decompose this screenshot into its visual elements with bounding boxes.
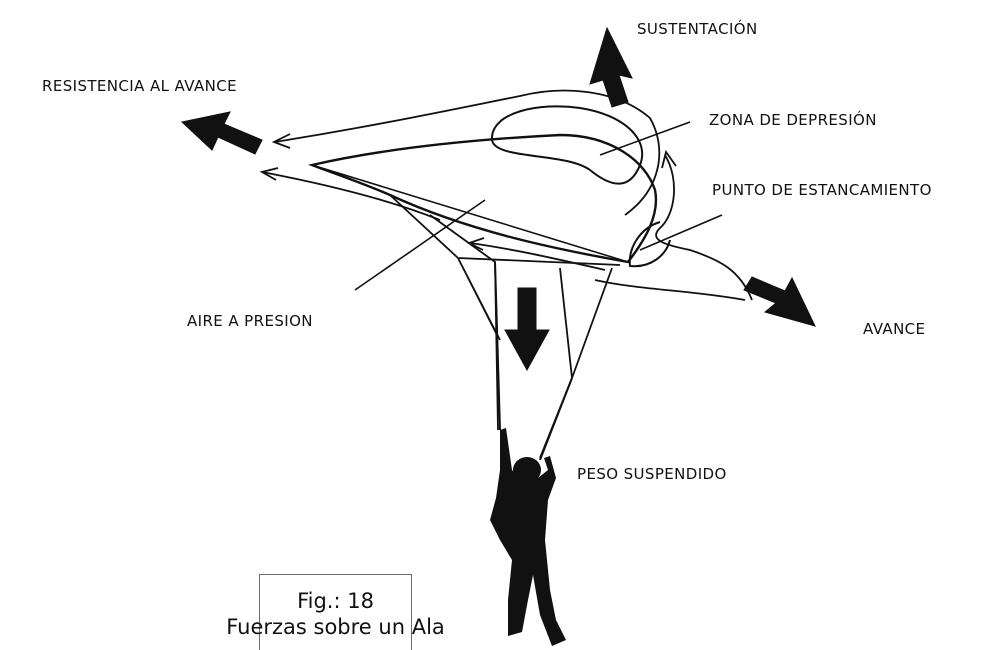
airflow-line-upper [274, 89, 661, 216]
forward-arrow [743, 276, 816, 327]
wing-chord [311, 164, 629, 263]
stagnation-point-label: PUNTO DE ESTANCAMIENTO [712, 181, 932, 199]
leader-low-pressure [599, 121, 691, 156]
airflow-line-bottom [594, 279, 746, 301]
airflow-arrowhead-upper [271, 133, 291, 149]
riser-left [494, 261, 501, 431]
forward-label: AVANCE [863, 320, 926, 338]
weight-arrow [504, 287, 550, 372]
drag-arrow [180, 111, 263, 155]
suspended-weight-label: PESO SUSPENDIDO [577, 465, 727, 483]
airflow-line-right [655, 154, 753, 301]
airflow-line-middle [261, 171, 441, 221]
lift-label: SUSTENTACIÓN [637, 20, 758, 38]
wing-leading-edge [628, 221, 671, 268]
low-pressure-zone-label: ZONA DE DEPRESIÓN [709, 111, 877, 129]
lift-arrow [589, 26, 633, 108]
low-pressure-zone-shape [490, 105, 644, 185]
figure-caption: Fig.: 18 Fuerzas sobre un Ala [226, 574, 445, 650]
airflow-arrowhead-middle [259, 167, 279, 181]
drag-label: RESISTENCIA AL AVANCE [42, 77, 237, 95]
figure-number: Fig.: 18 [297, 589, 374, 613]
riser-right [539, 377, 573, 461]
leader-pressurized-air [354, 199, 486, 291]
figure-title: Fuerzas sobre un Ala [226, 615, 445, 640]
airflow-arrowhead-right [661, 149, 677, 169]
pressurized-air-label: AIRE A PRESION [187, 312, 313, 330]
pilot-silhouette [490, 428, 566, 646]
leader-stagnation [639, 214, 723, 251]
airflow-line-lower [469, 242, 606, 271]
